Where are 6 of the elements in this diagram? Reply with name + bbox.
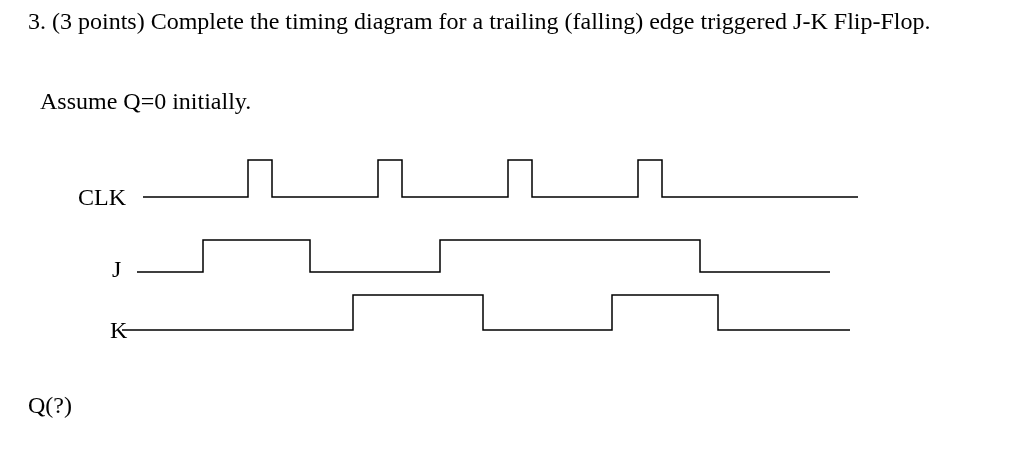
signal-label: K <box>110 317 128 343</box>
signal-label: Q(?) <box>28 392 72 418</box>
instruction-text: Assume Q=0 initially. <box>40 88 252 114</box>
signal-label: CLK <box>78 184 126 210</box>
signal-label: J <box>112 256 122 282</box>
question-text: 3. (3 points) Complete the timing diagram for a trailing (falling) edge triggered J-K Flip-Flop. <box>28 8 932 34</box>
